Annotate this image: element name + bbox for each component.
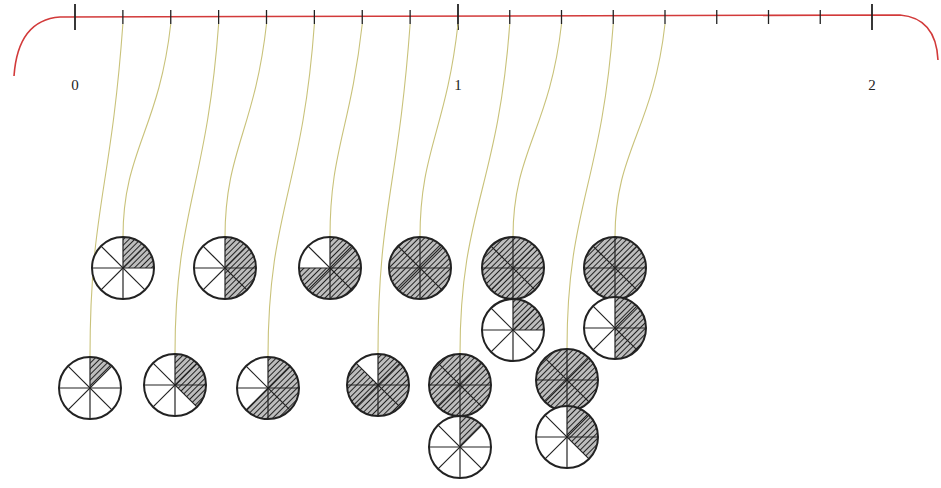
tick-mark: [561, 10, 562, 24]
fraction-circle: [237, 357, 299, 419]
fraction-circle: [482, 237, 544, 299]
hanging-string: [175, 24, 219, 354]
tick-mark: [716, 10, 717, 24]
fraction-circle: [536, 406, 598, 468]
tick-mark: [122, 10, 123, 24]
hanging-strings: [90, 24, 665, 357]
tick-mark: [768, 10, 769, 24]
fraction-circle: [536, 349, 598, 411]
tick-mark: [409, 10, 410, 24]
hanging-string: [225, 24, 267, 237]
fraction-circle: [59, 357, 121, 419]
hanging-string: [420, 24, 458, 237]
tick-mark: [314, 10, 315, 24]
hanging-string: [615, 24, 665, 237]
hanging-string: [90, 24, 123, 357]
axis-label: 2: [868, 78, 876, 93]
tick-mark: [218, 10, 219, 24]
fraction-circle: [299, 237, 361, 299]
fraction-circle: [482, 299, 544, 361]
fraction-circle: [389, 237, 451, 299]
tick-mark: [362, 10, 363, 24]
fraction-circle: [92, 237, 154, 299]
tick-mark: [871, 4, 873, 30]
hanging-string: [378, 24, 410, 354]
axis-label: 0: [71, 78, 79, 93]
tick-mark: [266, 10, 267, 24]
hanging-string: [268, 24, 314, 357]
fraction-circle: [584, 237, 646, 299]
tick-mark: [820, 10, 821, 24]
fraction-circles: [59, 237, 646, 478]
fraction-circle: [429, 354, 491, 416]
tick-mark: [509, 10, 510, 24]
hanging-string: [123, 24, 171, 237]
tick-marks: [75, 4, 872, 30]
number-line: [14, 15, 938, 76]
tick-mark: [613, 10, 614, 24]
fraction-circle: [194, 237, 256, 299]
hanging-string: [513, 24, 562, 237]
tick-mark: [74, 4, 76, 30]
tick-mark: [664, 10, 665, 24]
fraction-circle: [347, 354, 409, 416]
axis-label: 1: [454, 78, 462, 93]
fraction-circle: [584, 297, 646, 359]
fraction-circle: [429, 416, 491, 478]
tick-mark: [170, 10, 171, 24]
hanging-string: [330, 24, 362, 237]
fraction-circle: [144, 354, 206, 416]
